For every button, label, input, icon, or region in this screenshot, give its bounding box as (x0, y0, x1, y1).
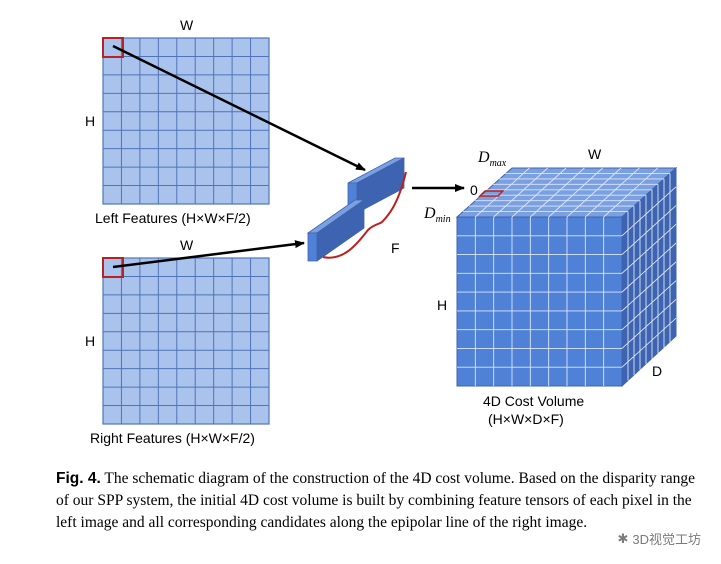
watermark-text: 3D视觉工坊 (632, 532, 701, 547)
cost-volume-dims: (H×W×D×F) (488, 411, 564, 427)
left-w-label: W (180, 17, 194, 33)
right-w-label: W (180, 237, 194, 253)
left-features-title: Left Features (H×W×F/2) (95, 210, 251, 226)
left-arrow (112, 44, 366, 172)
figure-caption: Fig. 4. The schematic diagram of the con… (56, 468, 706, 534)
right-feature-bar (306, 199, 366, 262)
cost-volume-title: 4D Cost Volume (483, 393, 585, 409)
disparity-cell-highlight (478, 190, 505, 197)
zero-label: 0 (470, 182, 478, 198)
right-feature-grid (102, 257, 270, 425)
right-arrow (112, 240, 305, 269)
cube-front-face (456, 216, 623, 387)
right-features-title: Right Features (H×W×F/2) (90, 430, 255, 446)
dmax-label: Dmax (478, 149, 507, 170)
wechat-icon: ✱ (617, 530, 629, 546)
left-pixel-highlight (102, 37, 124, 58)
caption-text: The schematic diagram of the constructio… (56, 470, 695, 531)
cube-w-label: W (588, 146, 602, 162)
dmin-label: Dmin (424, 205, 451, 226)
right-h-label: H (85, 333, 96, 349)
right-pixel-highlight (102, 257, 124, 278)
left-h-label: H (85, 113, 96, 129)
f-brace (322, 171, 407, 259)
cube-h-label: H (437, 297, 448, 313)
cost-volume-cube (455, 166, 678, 388)
left-feature-grid (102, 37, 270, 205)
f-label: F (391, 240, 400, 256)
caption-figure-number: Fig. 4. (56, 470, 101, 487)
cube-d-label: D (652, 363, 663, 379)
watermark: ✱ 3D视觉工坊 (611, 527, 707, 550)
